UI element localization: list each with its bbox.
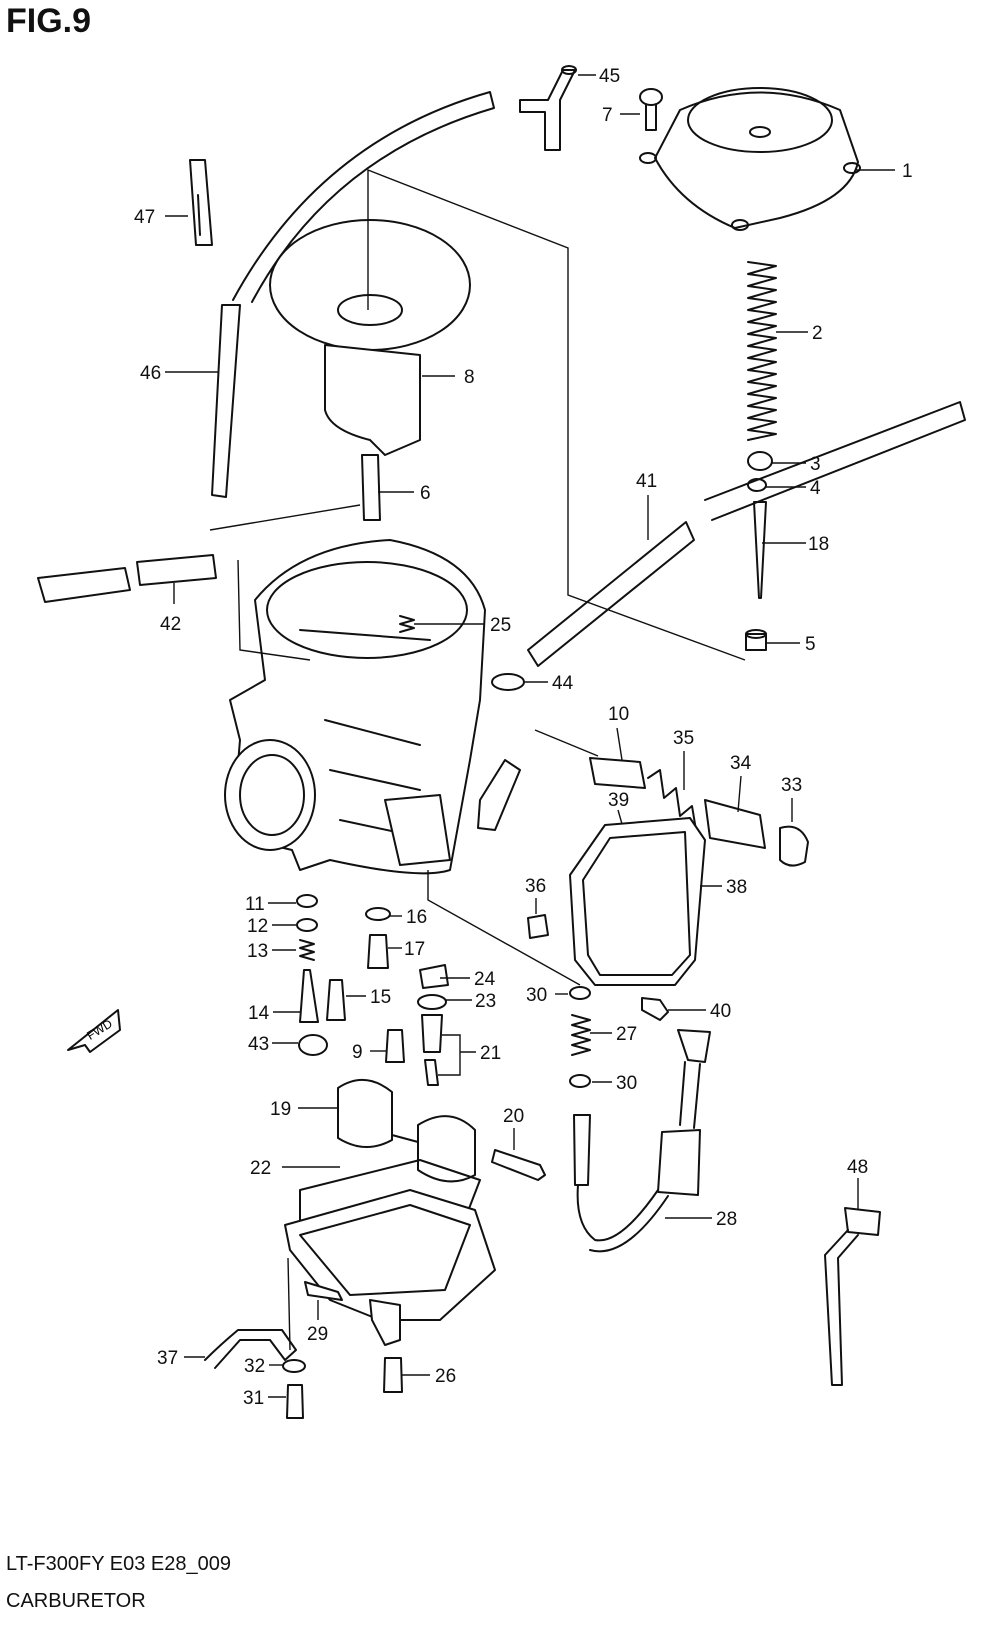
part-float-bowl [284, 1159, 496, 1346]
callout-3: 3 [810, 454, 821, 475]
callout-2: 2 [812, 323, 823, 344]
callout-11: 11 [245, 894, 265, 915]
callout-29: 29 [307, 1324, 328, 1345]
callout-20: 20 [503, 1106, 524, 1127]
part-pin-20 [491, 1149, 546, 1181]
callout-22: 22 [250, 1158, 271, 1179]
callout-7: 7 [602, 105, 613, 126]
part-top-cap [639, 87, 861, 231]
callout-41: 41 [636, 471, 657, 492]
callout-40: 40 [710, 1001, 731, 1022]
callout-27: 27 [616, 1024, 637, 1045]
model-code: LT-F300FY E03 E28_009 [6, 1553, 231, 1575]
callout-46: 46 [140, 363, 161, 384]
callout-24: 24 [474, 969, 496, 990]
callout-47: 47 [134, 207, 155, 228]
part-screw-40 [641, 997, 669, 1021]
callout-17: 17 [404, 939, 425, 960]
callout-19: 19 [270, 1099, 291, 1120]
part-hoses-42 [37, 554, 217, 603]
callout-13: 13 [247, 941, 268, 962]
callout-1: 1 [902, 161, 913, 182]
assembly-guide-lines [209, 168, 746, 986]
callout-21: 21 [480, 1043, 501, 1064]
part-small-hardware [204, 1281, 403, 1419]
part-36 [527, 914, 549, 939]
callout-34: 34 [730, 753, 752, 774]
callout-15: 15 [370, 987, 391, 1008]
part-float-valve-21 [385, 964, 449, 1086]
callout-45: 45 [599, 66, 620, 87]
callout-16: 16 [406, 907, 427, 928]
callout-5: 5 [805, 634, 816, 655]
part-48 [824, 1207, 881, 1386]
callout-35: 35 [673, 728, 694, 749]
callout-44: 44 [552, 673, 574, 694]
part-cover-38 [569, 817, 706, 986]
callout-42: 42 [160, 614, 181, 635]
callout-48: 48 [847, 1157, 868, 1178]
callout-33: 33 [781, 775, 802, 796]
callout-28: 28 [716, 1209, 737, 1230]
part-cable-28 [573, 1029, 711, 1253]
callout-36: 36 [525, 876, 546, 897]
callout-12: 12 [247, 916, 268, 937]
callout-numbers: 1 2 3 4 5 6 7 8 9 10 11 12 13 14 15 16 1… [134, 66, 913, 1409]
part-tee-fitting-45 [519, 65, 577, 151]
callout-4: 4 [810, 478, 821, 499]
callout-18: 18 [808, 534, 829, 555]
callout-14: 14 [248, 1003, 270, 1024]
callout-43: 43 [248, 1034, 269, 1055]
callout-8: 8 [464, 367, 475, 388]
part-spring-27 [569, 986, 591, 1088]
part-jet-6 [361, 454, 381, 521]
part-pilot-screw-assembly [589, 757, 809, 867]
callout-23: 23 [475, 991, 496, 1012]
callout-6: 6 [420, 483, 431, 504]
callout-26: 26 [435, 1366, 456, 1387]
callout-10: 10 [608, 704, 629, 725]
part-spring [747, 261, 777, 441]
callout-leader-lines [165, 74, 895, 1398]
callout-39: 39 [608, 790, 629, 811]
callout-30-lower: 30 [616, 1073, 637, 1094]
part-oring-44 [491, 673, 525, 691]
figure-title: FIG.9 [6, 2, 92, 40]
callout-9: 9 [352, 1042, 363, 1063]
callout-25: 25 [490, 615, 511, 636]
part-hose-41 [527, 401, 966, 667]
callout-30-upper: 30 [526, 985, 547, 1006]
part-adjuster-stack [296, 894, 328, 1056]
callout-32: 32 [244, 1356, 265, 1377]
sheet-name: CARBURETOR [6, 1590, 146, 1612]
part-diaphragm-piston-8 [269, 219, 471, 456]
part-spring-25 [399, 615, 415, 633]
part-float-19 [337, 1079, 476, 1183]
part-needle-assembly [745, 451, 773, 651]
callout-31: 31 [243, 1388, 264, 1409]
part-hose-46 [211, 91, 495, 498]
part-jets-15-17 [326, 907, 391, 1021]
part-screw-7 [639, 88, 663, 131]
part-carburetor-body [224, 539, 521, 875]
callout-38: 38 [726, 877, 747, 898]
callout-37: 37 [157, 1348, 178, 1369]
forward-direction-arrow: FWD [67, 1009, 121, 1053]
part-clip-47 [189, 159, 213, 246]
